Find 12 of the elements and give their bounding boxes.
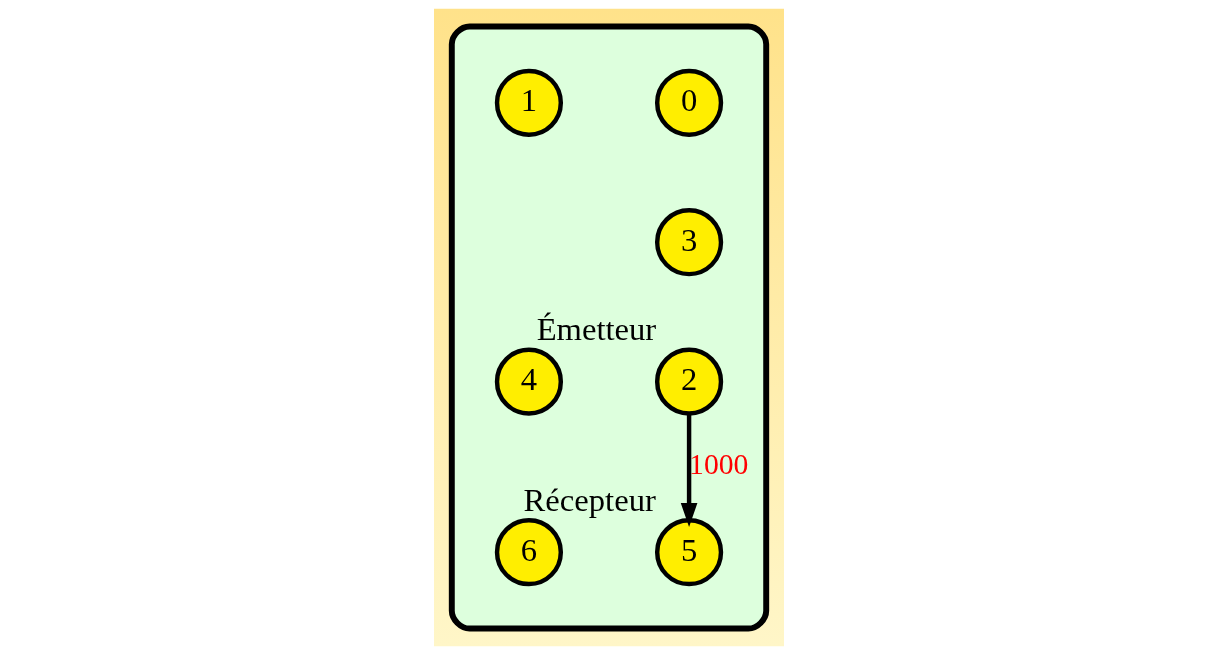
node-circle: 5 <box>654 518 724 587</box>
node-circle: 0 <box>654 68 724 137</box>
node-circle: 3 <box>654 208 724 277</box>
node-label: Récepteur <box>523 481 656 518</box>
edge-label: 1000 <box>689 448 749 481</box>
arrow <box>680 413 698 527</box>
node-circle: 6 <box>494 518 564 587</box>
node-circle: 1 <box>494 68 564 137</box>
node-label: Émetteur <box>536 311 657 348</box>
node-circle: 2 <box>654 347 724 416</box>
cluster <box>448 23 770 632</box>
node-circle: 4 <box>494 347 564 416</box>
